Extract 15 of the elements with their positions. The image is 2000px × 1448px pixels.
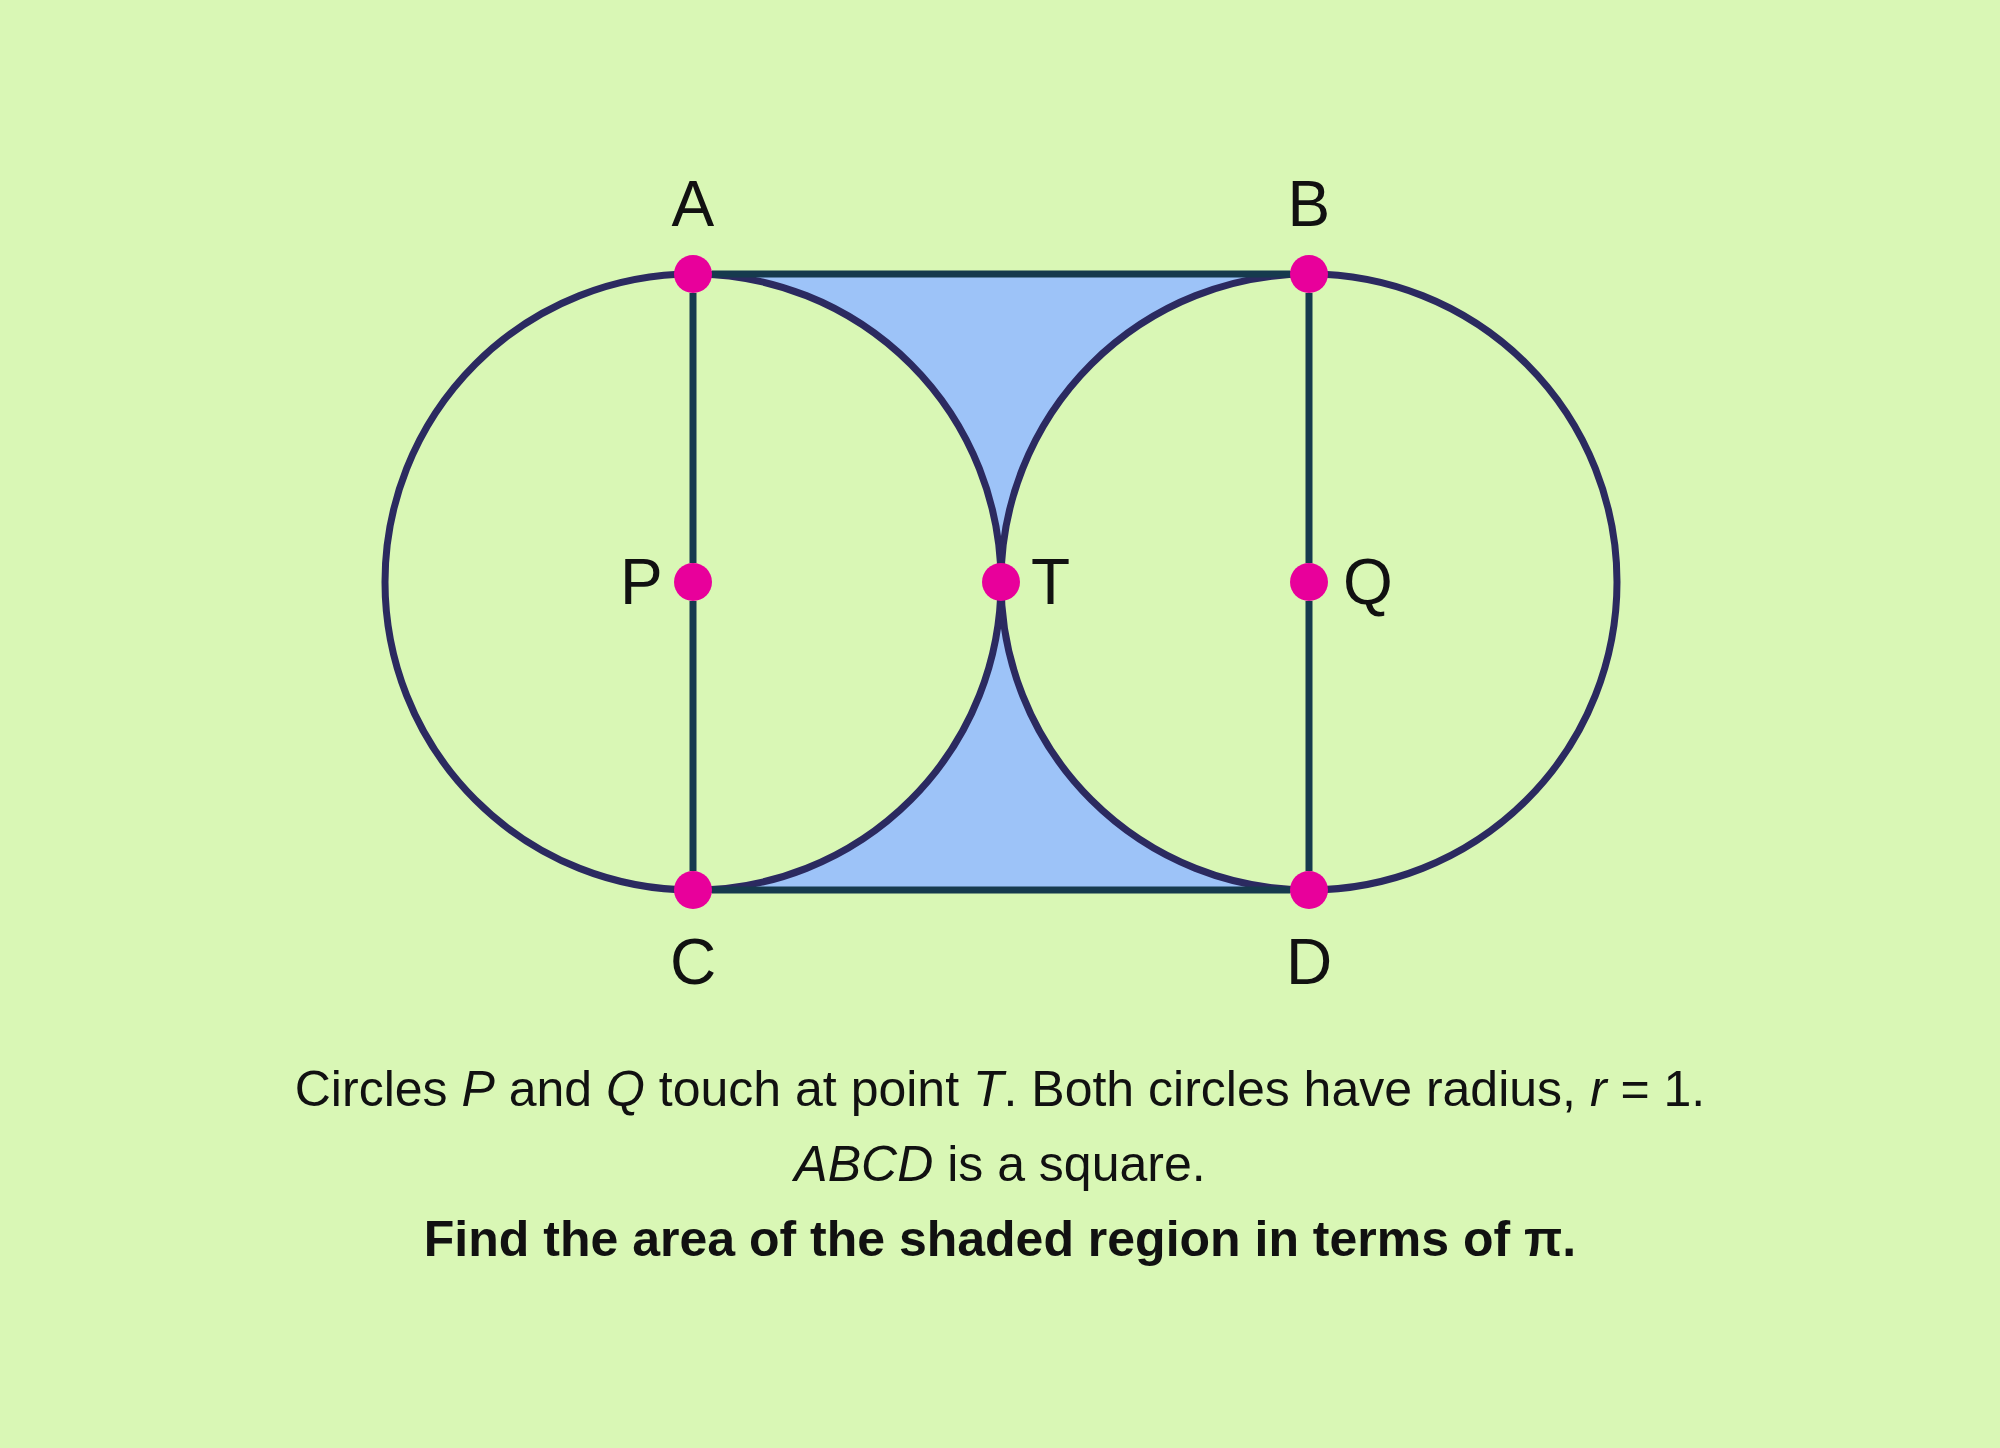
point-label: P bbox=[620, 550, 663, 614]
question-text: Find the area of the shaded region in terms of π. bbox=[423, 1211, 1577, 1267]
line-segment bbox=[712, 886, 1290, 894]
problem-text: ABCD is a square. bbox=[794, 1136, 1206, 1192]
line-segment bbox=[712, 270, 1290, 278]
point-label: T bbox=[1031, 550, 1071, 614]
problem-text: Circles P and Q touch at point T. Both circles have radius, r = 1. bbox=[294, 1061, 1706, 1117]
point-label: B bbox=[1287, 172, 1331, 236]
line-segment bbox=[1305, 601, 1313, 871]
point-label: D bbox=[1286, 930, 1333, 994]
line-segment bbox=[689, 601, 697, 871]
line-segment bbox=[1305, 293, 1313, 563]
point-label: C bbox=[670, 930, 717, 994]
point-label: A bbox=[671, 172, 715, 236]
line-segment bbox=[689, 293, 697, 563]
